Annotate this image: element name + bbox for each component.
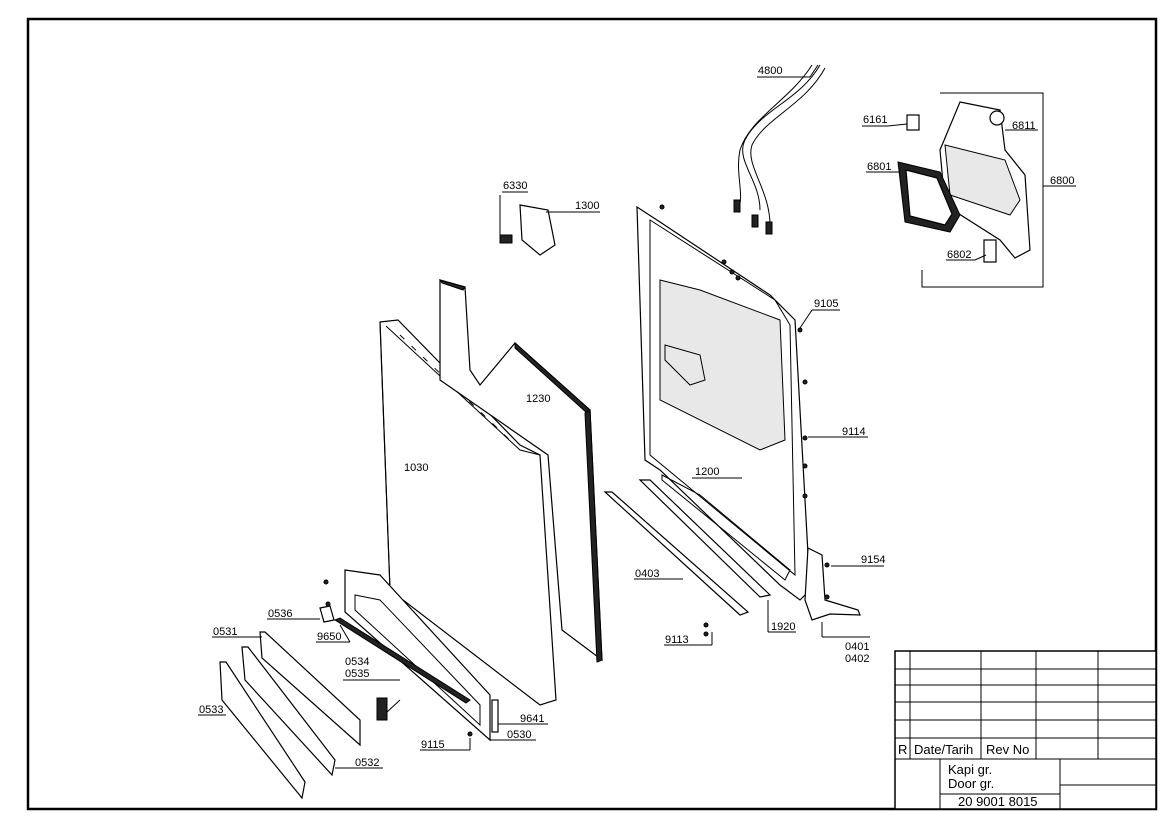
strip-9641 (491, 699, 499, 733)
insulation-1230 (438, 279, 603, 663)
dispenser-group-6800 (897, 92, 1044, 288)
label-6330: 6330 (503, 180, 527, 192)
label-9115: 9115 (421, 739, 445, 751)
label-9154: 9154 (861, 554, 885, 566)
hinge-1300 (499, 195, 556, 256)
trim-0533 (219, 661, 306, 800)
seal-9650 (333, 617, 471, 704)
label-6802: 6802 (947, 249, 971, 261)
label-6800: 6800 (1050, 175, 1074, 187)
bottom-frame-0530 (344, 569, 491, 742)
label-1200: 1200 (695, 466, 719, 478)
label-0535: 0535 (345, 668, 369, 680)
label-0536: 0536 (268, 608, 292, 620)
label-0403: 0403 (635, 568, 659, 580)
label-9641: 9641 (520, 713, 544, 725)
label-1030: 1030 (404, 462, 428, 474)
leader-lines (198, 64, 1076, 769)
label-9650: 9650 (317, 631, 341, 643)
label-0532: 0532 (355, 757, 379, 769)
label-0401: 0401 (845, 641, 869, 653)
title-block: R Date/Tarih Rev No Kapi gr. Door gr. 20… (894, 650, 1157, 810)
label-6161: 6161 (863, 114, 887, 126)
label-0533: 0533 (199, 704, 223, 716)
inner-door-1200 (636, 205, 811, 601)
label-0534: 0534 (345, 656, 369, 668)
clip-0534 (376, 697, 401, 721)
door-panel-1030 (379, 319, 557, 706)
label-1300: 1300 (575, 200, 599, 212)
screw-set (323, 204, 830, 737)
label-0530: 0530 (507, 729, 531, 741)
label-9113: 9113 (665, 634, 689, 646)
label-1920: 1920 (771, 621, 795, 633)
label-6811: 6811 (1012, 120, 1036, 132)
drawing-number: 20 9001 8015 (958, 794, 1038, 809)
rev-marker: R (898, 742, 907, 757)
part-labels: 4800 6161 6811 6801 6800 6802 6330 1300 … (199, 65, 1074, 769)
clip-0536 (319, 605, 335, 623)
assembly-name-en: Door gr. (948, 776, 994, 791)
label-4800: 4800 (758, 65, 782, 77)
label-6801: 6801 (867, 161, 891, 173)
label-0531: 0531 (213, 626, 237, 638)
hinge-bracket-0401 (804, 547, 861, 621)
trim-0532 (241, 646, 336, 777)
date-header: Date/Tarih (914, 742, 973, 757)
drawing-frame (26, 17, 1158, 811)
label-9105: 9105 (814, 298, 838, 310)
rev-header: Rev No (986, 742, 1029, 757)
assembly-name-tr: Kapi gr. (948, 762, 992, 777)
label-0402: 0402 (845, 653, 869, 665)
label-1230: 1230 (526, 393, 550, 405)
label-9114: 9114 (842, 426, 866, 438)
strip-0403 (603, 479, 772, 616)
wire-harness-4800 (733, 64, 826, 235)
trim-0531 (259, 631, 361, 747)
